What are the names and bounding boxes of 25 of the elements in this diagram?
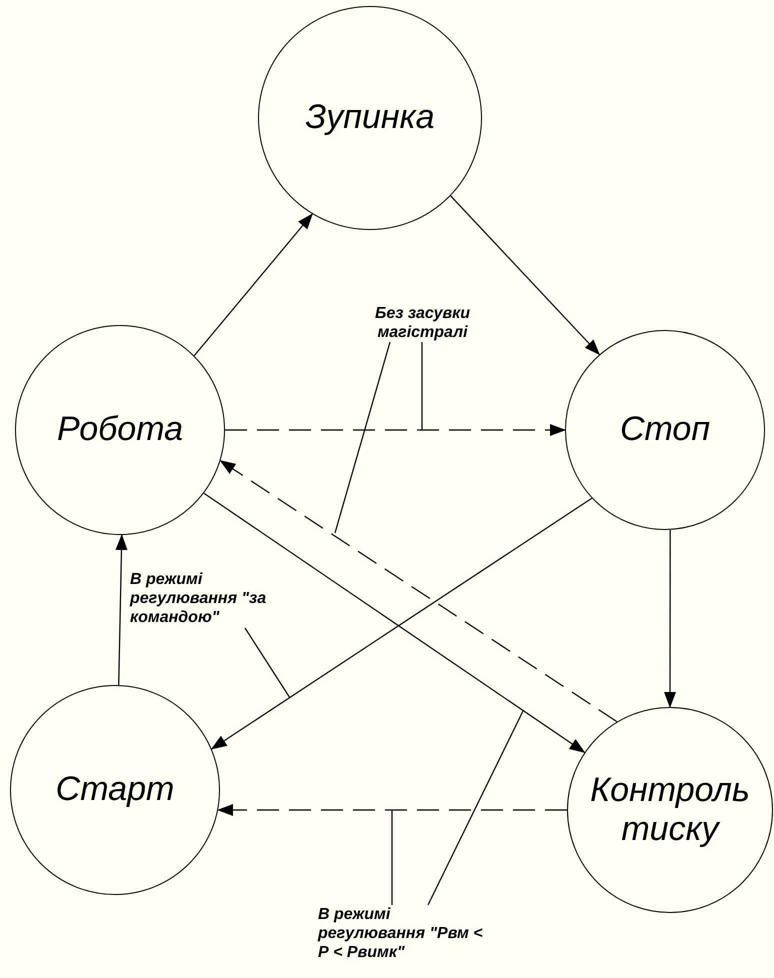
- leader-line: [334, 342, 391, 534]
- state-circle: [567, 707, 773, 913]
- state-label: Старт: [56, 770, 174, 810]
- state-label: Зупинка: [305, 98, 435, 138]
- arrow: [664, 530, 676, 708]
- state-label: Стоп: [620, 410, 710, 450]
- leader-line: [391, 810, 393, 905]
- condition-note: Без засувки магістралі: [345, 304, 500, 342]
- state-circle: [10, 685, 220, 895]
- leader-line: [244, 628, 290, 698]
- arrow: [220, 460, 618, 722]
- arrow: [217, 804, 567, 816]
- arrow: [116, 534, 128, 686]
- arrow: [450, 195, 600, 356]
- state-circle: [258, 6, 482, 230]
- state-circle: [565, 330, 765, 530]
- leader-line: [421, 342, 423, 430]
- arrow: [225, 424, 566, 436]
- leader-line: [427, 710, 524, 906]
- state-circle: [15, 325, 225, 535]
- condition-note: В режимі регулювання "за командою": [130, 570, 280, 628]
- arrow: [194, 213, 313, 356]
- condition-note: В режимі регулювання "Рвм < Р < Рвимк": [318, 905, 488, 963]
- state-label: Контроль тиску: [589, 770, 751, 850]
- state-label: Робота: [56, 410, 184, 450]
